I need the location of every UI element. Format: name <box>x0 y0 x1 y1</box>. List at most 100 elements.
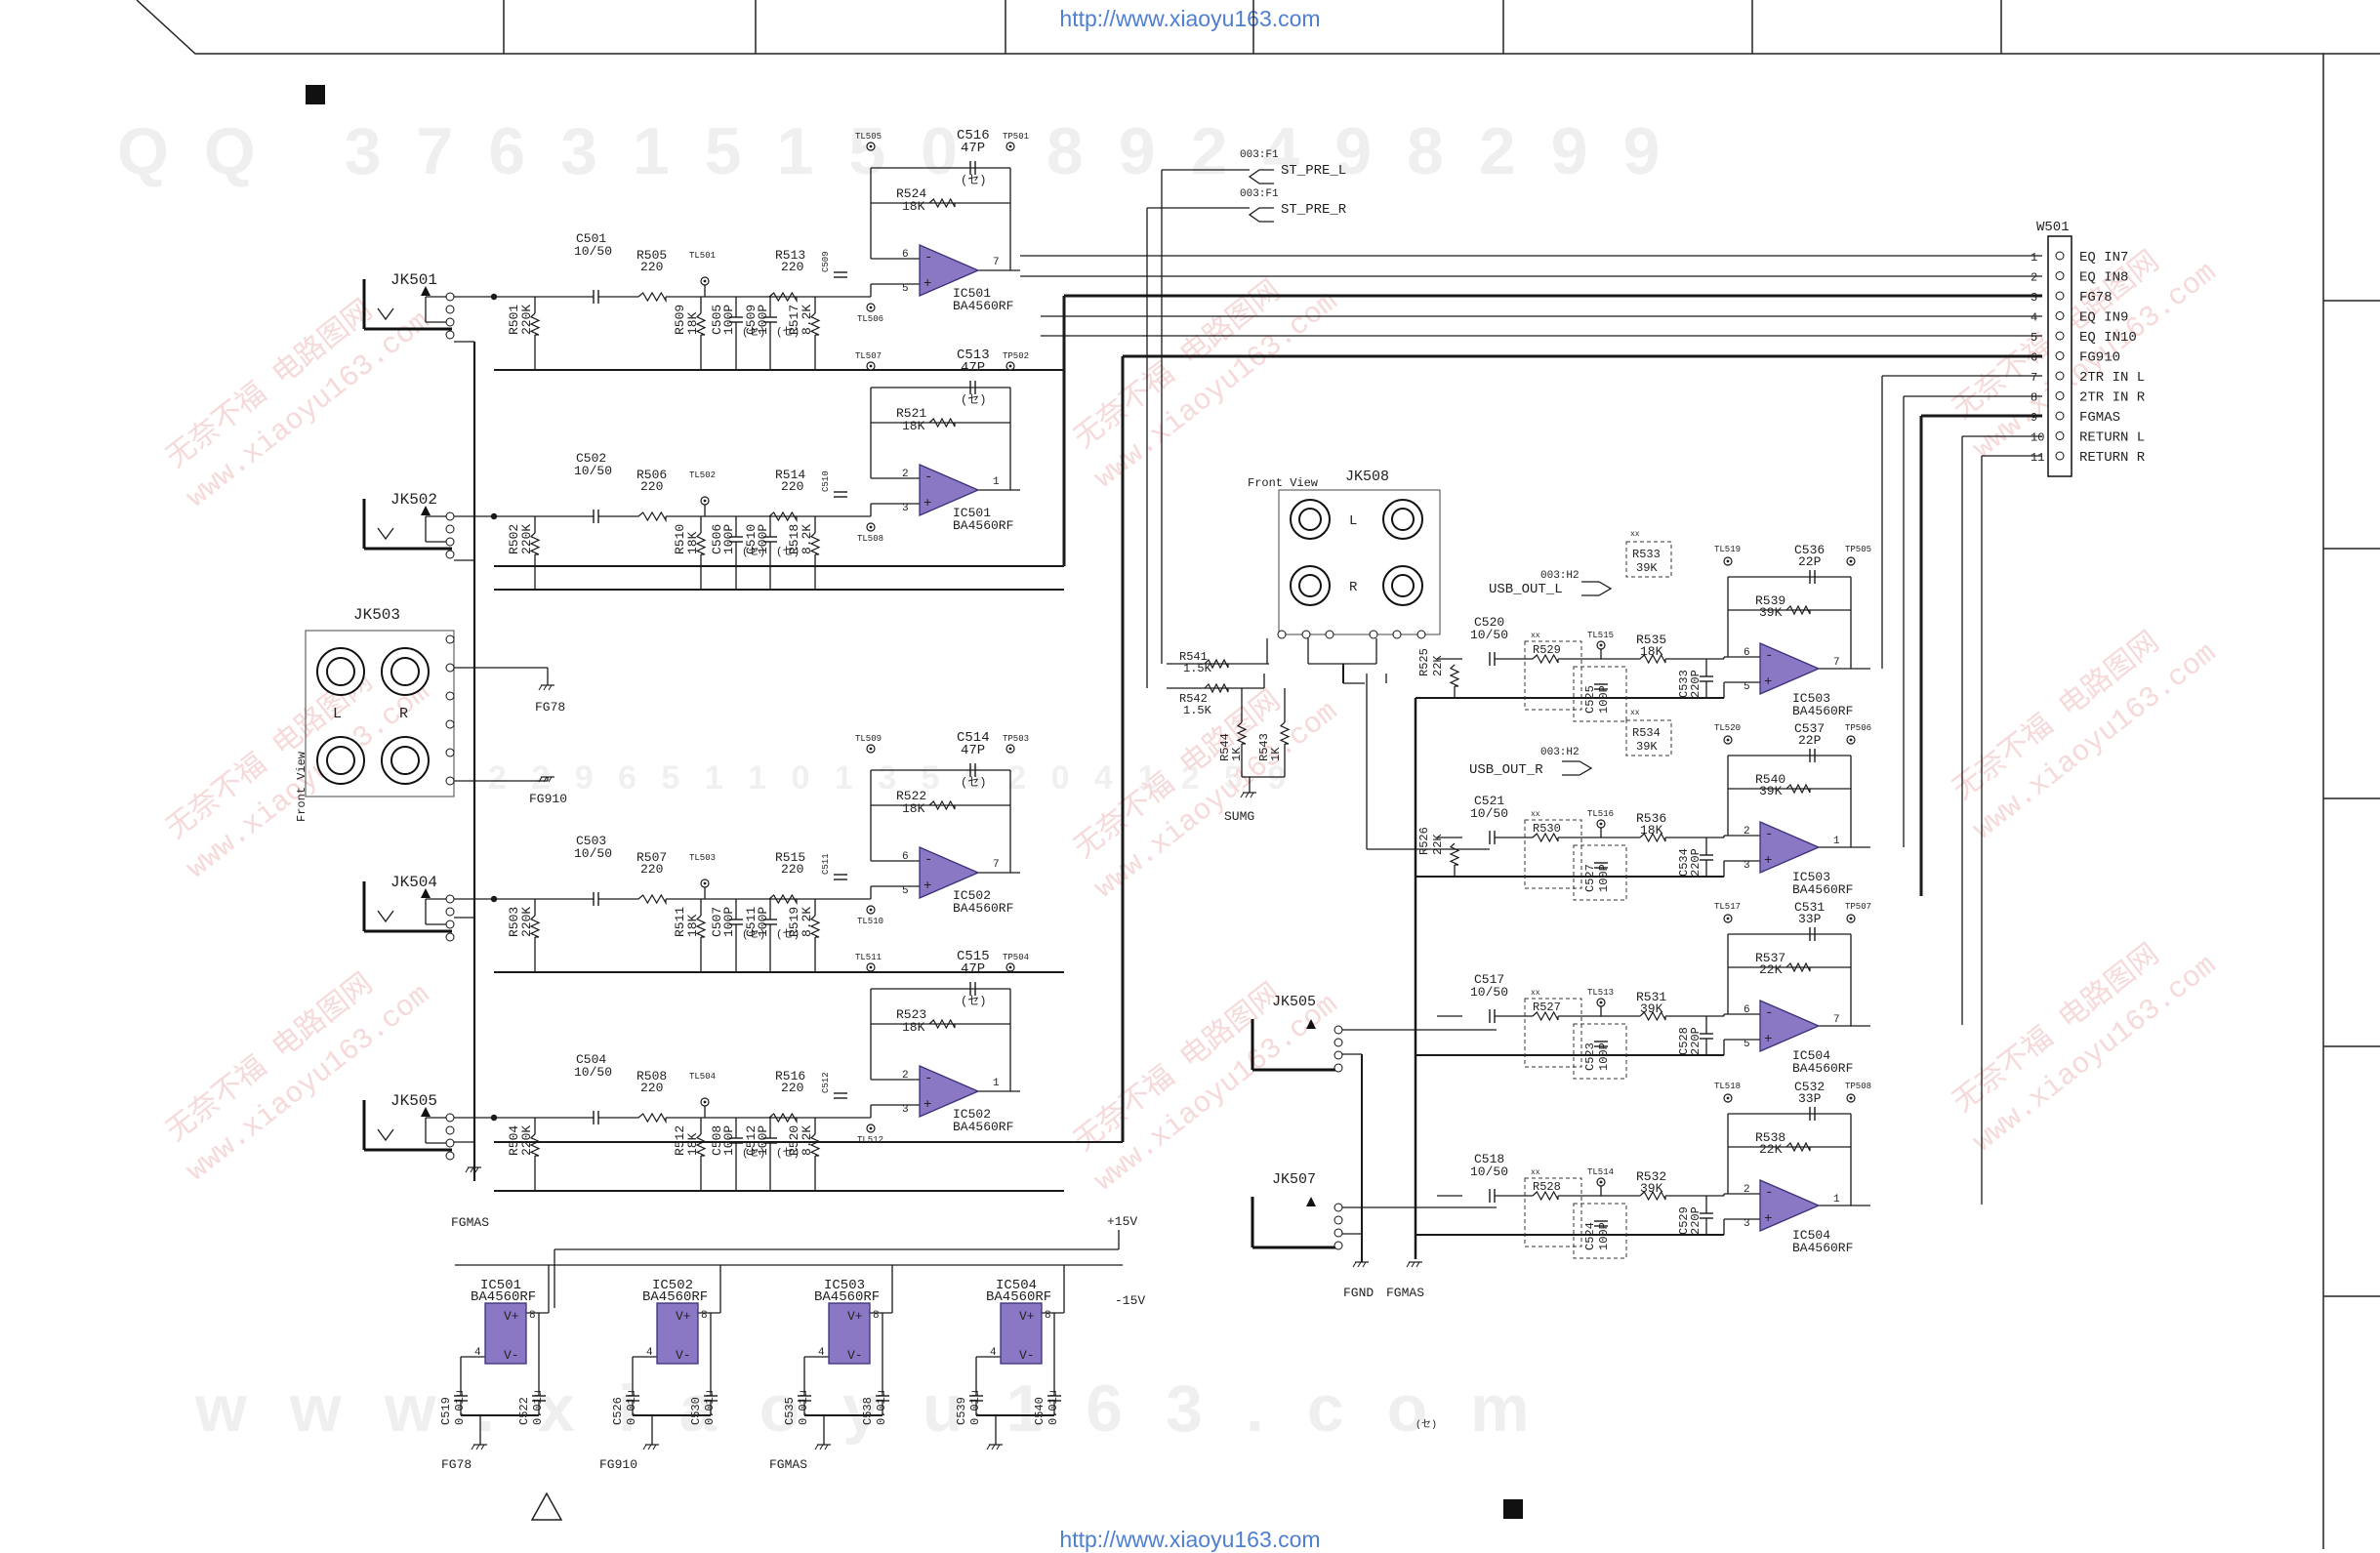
label: 100P <box>1597 864 1611 892</box>
jack-pin <box>1334 1203 1343 1212</box>
ground-symbol <box>642 1444 647 1451</box>
label: TL502 <box>689 470 716 480</box>
wire <box>377 527 394 541</box>
label: R512 <box>673 1125 687 1156</box>
rca-socket-center <box>390 746 420 775</box>
label: 5 <box>902 885 909 897</box>
label: C534 <box>1677 848 1691 877</box>
jack-pin <box>445 907 455 917</box>
opamp-plus: + <box>1764 1211 1772 1227</box>
opamp-symbol <box>919 464 980 516</box>
resistor <box>928 1018 956 1030</box>
resistor <box>1204 682 1229 694</box>
watermark-qq: QQ 376315150 892498299 <box>117 114 1695 188</box>
jack-pin <box>445 920 455 929</box>
ground-symbol <box>480 1444 485 1451</box>
connector-pin <box>2055 391 2065 400</box>
label: TL507 <box>855 351 882 361</box>
ground-symbol <box>474 1166 479 1173</box>
label: R501 <box>507 305 521 335</box>
label: C511 <box>744 907 759 937</box>
rca-socket-center <box>326 746 355 775</box>
resistor <box>1639 1010 1666 1022</box>
test-point-center <box>1726 738 1730 742</box>
sheet-frame <box>136 0 2380 1549</box>
label: 100P <box>721 305 736 335</box>
ground-symbol <box>1240 792 1245 798</box>
label: 220P <box>1689 848 1703 877</box>
label: EQ IN9 <box>2079 310 2128 326</box>
url-top[interactable]: http://www.xiaoyu163.com <box>1059 6 1321 31</box>
label: 1K <box>1269 747 1283 761</box>
resistor <box>768 1112 798 1124</box>
label: 22P <box>1798 554 1822 569</box>
label: BA4560RF <box>642 1289 708 1305</box>
resistor <box>768 291 798 304</box>
url-bottom[interactable]: http://www.xiaoyu163.com <box>1059 1527 1321 1552</box>
label: 2TR IN L <box>2079 370 2145 386</box>
label: RETURN R <box>2079 450 2146 466</box>
label: V- <box>676 1348 691 1363</box>
label: xx <box>1630 530 1640 539</box>
label: FG78 <box>535 700 565 715</box>
label: 39K <box>1640 1181 1663 1196</box>
connector-pin <box>2055 271 2065 280</box>
label: IC503 <box>1792 691 1830 706</box>
jack-pin <box>445 550 455 559</box>
label: JK507 <box>1272 1171 1316 1188</box>
optional-part-box <box>1573 1203 1627 1259</box>
label: FGMAS <box>451 1215 489 1230</box>
label: 003:F1 <box>1240 188 1279 200</box>
label: BA4560RF <box>471 1289 536 1305</box>
jack-contact-arrow <box>421 888 431 898</box>
wires <box>377 167 2042 1445</box>
label: R544 <box>1218 733 1232 761</box>
label: 6 <box>902 249 909 261</box>
ground-symbol <box>1250 792 1254 798</box>
opamp-symbol <box>919 1065 980 1118</box>
test-point-center <box>1726 917 1730 920</box>
rca-socket-center <box>1298 574 1322 597</box>
ground-symbol <box>1357 1261 1362 1268</box>
resistor <box>529 1133 541 1157</box>
test-point-center <box>869 364 873 368</box>
label: IC502 <box>953 1107 991 1122</box>
label: 8 <box>873 1310 880 1322</box>
ground-symbol <box>996 1444 1001 1451</box>
label: 3 <box>902 1104 909 1116</box>
label: Front View <box>1248 476 1319 490</box>
label: 7 <box>993 257 1000 268</box>
sheet-marker-top <box>306 85 325 104</box>
label: C535 <box>783 1397 797 1425</box>
resistor <box>637 1112 667 1124</box>
label: TL514 <box>1587 1167 1614 1177</box>
label: 100P <box>1597 1222 1611 1250</box>
test-point-center <box>869 908 873 912</box>
jack-pin <box>445 719 455 729</box>
label: 18K <box>902 199 925 214</box>
label: FG910 <box>2079 350 2120 366</box>
ground-symbol <box>538 684 543 691</box>
test-point-center <box>869 1126 873 1130</box>
label: TP506 <box>1845 723 1871 733</box>
label: 220P <box>1689 670 1703 698</box>
connector-pin <box>2055 451 2065 461</box>
ic-part-label: BA4560RF <box>953 1120 1013 1134</box>
label: 220 <box>781 260 803 274</box>
label: R540 <box>1755 772 1785 787</box>
label: C501 <box>576 231 606 246</box>
opamp-symbol <box>919 846 980 899</box>
label: V+ <box>1019 1309 1035 1324</box>
test-point-center <box>1849 559 1853 563</box>
label: TL515 <box>1587 631 1614 640</box>
label: R504 <box>507 1125 521 1156</box>
label: 220P <box>1689 1027 1703 1055</box>
resistor <box>1639 1190 1666 1202</box>
label: 003:H2 <box>1540 570 1580 582</box>
ground-symbol <box>1411 1261 1416 1268</box>
label: TL508 <box>857 534 883 544</box>
label: 9 <box>2031 411 2037 425</box>
jack-pin <box>1334 1228 1343 1238</box>
